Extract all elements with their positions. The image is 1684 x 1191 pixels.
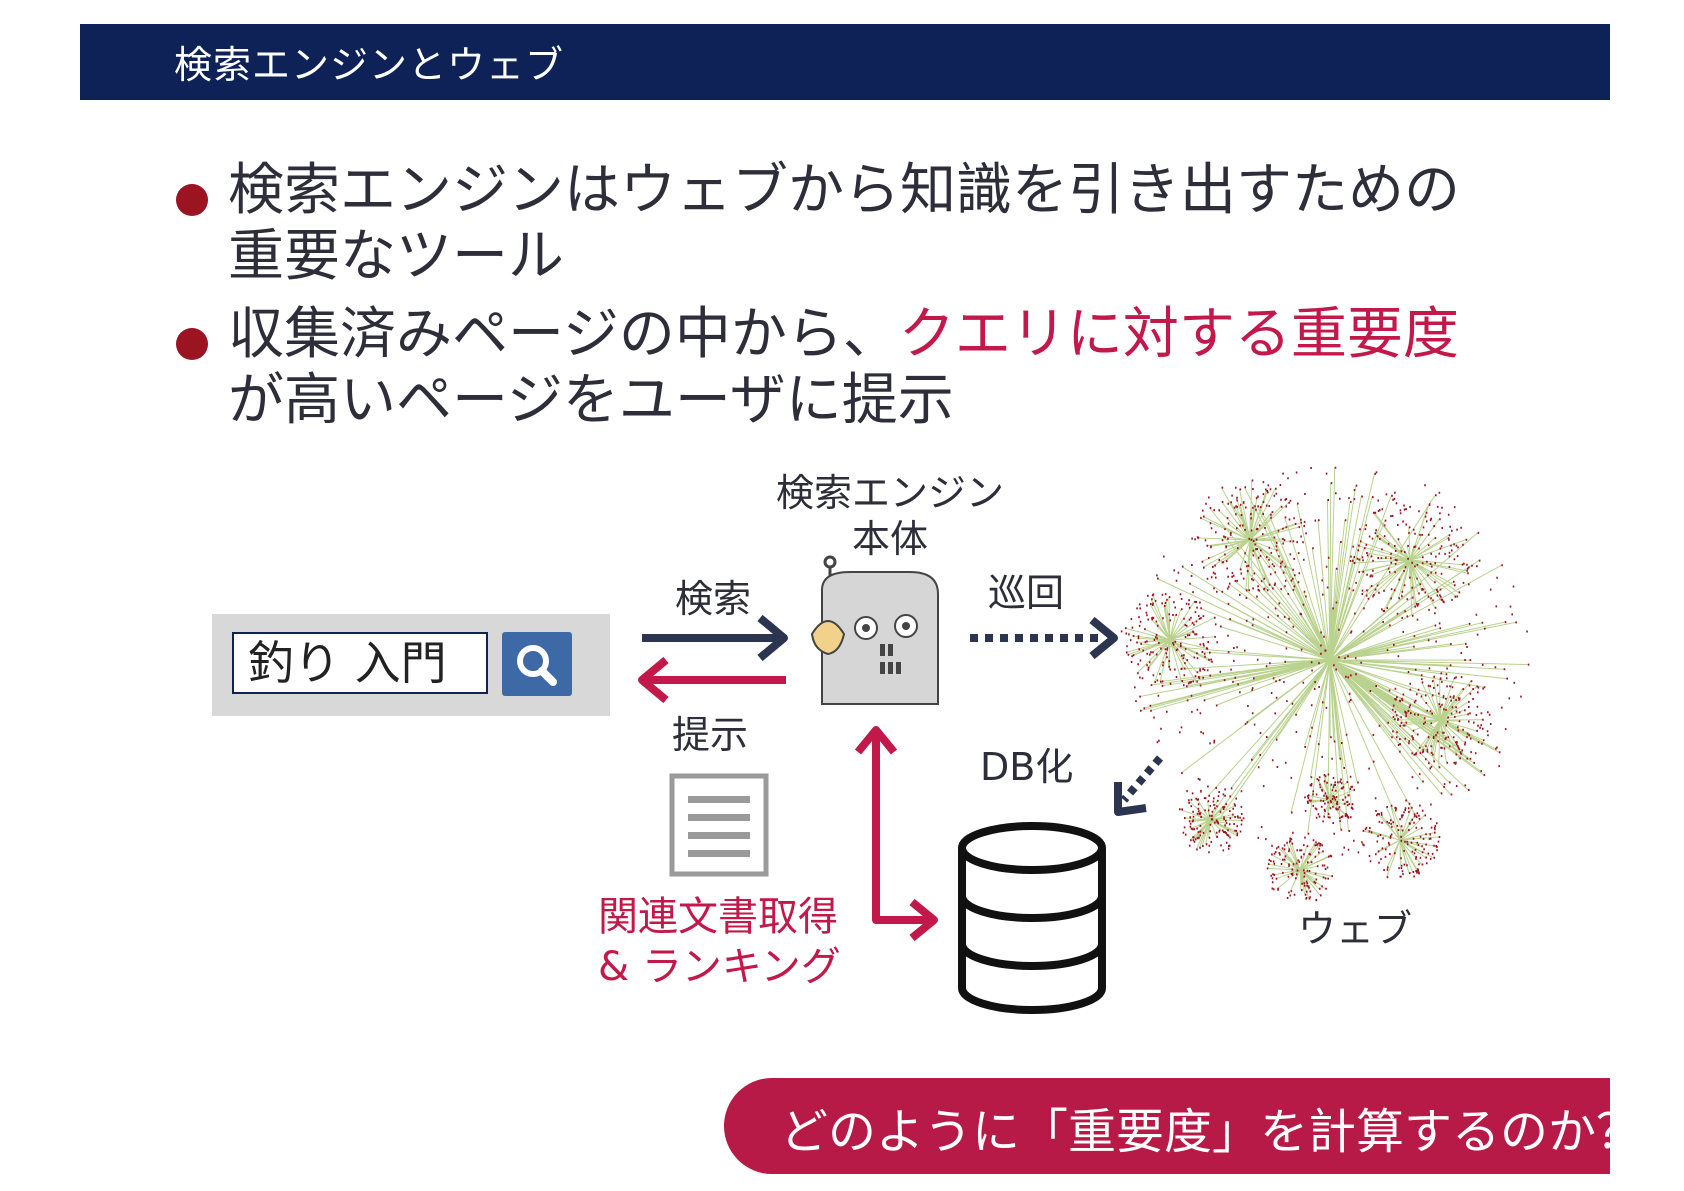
search-panel: 釣り 入門	[212, 614, 610, 716]
document-icon	[669, 773, 769, 877]
db-arrow	[1114, 755, 1164, 816]
header-bar: 検索エンジンとウェブ	[80, 24, 1610, 100]
bullet-dot	[176, 328, 208, 360]
search-arrow-label: 検索	[675, 577, 752, 621]
bullet-2-normal: 収集済みページの中から、	[228, 302, 899, 367]
retrieval-label-line1: 関連文書取得	[598, 894, 838, 940]
engine-label-line1: 検索エンジン	[775, 471, 1004, 515]
search-arrow	[642, 614, 788, 662]
bullet-1-line2: 重要なツール	[228, 224, 564, 289]
engine-label-line2: 本体	[851, 517, 928, 561]
search-button[interactable]	[502, 632, 572, 696]
bullet-dot	[176, 184, 208, 216]
page-title: 検索エンジンとウェブ	[174, 43, 565, 87]
web-graph-icon	[1120, 466, 1530, 902]
web-graph-nodes	[1120, 466, 1530, 902]
bullet-2-line2: が高いページをユーザに提示	[228, 368, 954, 433]
banner-text: どのように「重要度」を計算するのか？	[780, 1104, 1645, 1160]
database-icon	[958, 822, 1106, 1014]
search-icon	[517, 645, 557, 686]
engine-label: 検索エンジン 本体	[770, 470, 1010, 562]
bullet-item-1: 検索エンジンはウェブから知識を引き出すための 重要なツール	[170, 158, 1570, 290]
bullet-1-line1: 検索エンジンはウェブから知識を引き出すための	[228, 158, 1460, 223]
retrieval-arrow	[854, 726, 938, 942]
search-input[interactable]: 釣り 入門	[232, 632, 488, 694]
bullet-2-accent: クエリに対する重要度	[898, 302, 1459, 367]
bullet-item-2: 収集済みページの中から、クエリに対する重要度 が高いページをユーザに提示	[170, 302, 1570, 434]
db-label: DB化	[980, 745, 1074, 789]
question-banner: どのように「重要度」を計算するのか？	[724, 1078, 1644, 1174]
retrieval-label: 関連文書取得 & ランキング	[598, 892, 841, 992]
bullet-list: 検索エンジンはウェブから知識を引き出すための 重要なツール 収集済みページの中か…	[170, 158, 1570, 440]
present-arrow	[638, 656, 786, 704]
crawl-label: 巡回	[988, 571, 1065, 615]
web-graph-edges	[1124, 467, 1528, 899]
robot-icon	[810, 555, 939, 705]
bullet-2-line1: 収集済みページの中から、クエリに対する重要度	[228, 302, 1570, 368]
present-arrow-label: 提示	[672, 713, 749, 757]
retrieval-label-line2: & ランキング	[598, 944, 841, 990]
web-label: ウェブ	[1298, 907, 1413, 951]
crawl-arrow	[970, 616, 1118, 660]
